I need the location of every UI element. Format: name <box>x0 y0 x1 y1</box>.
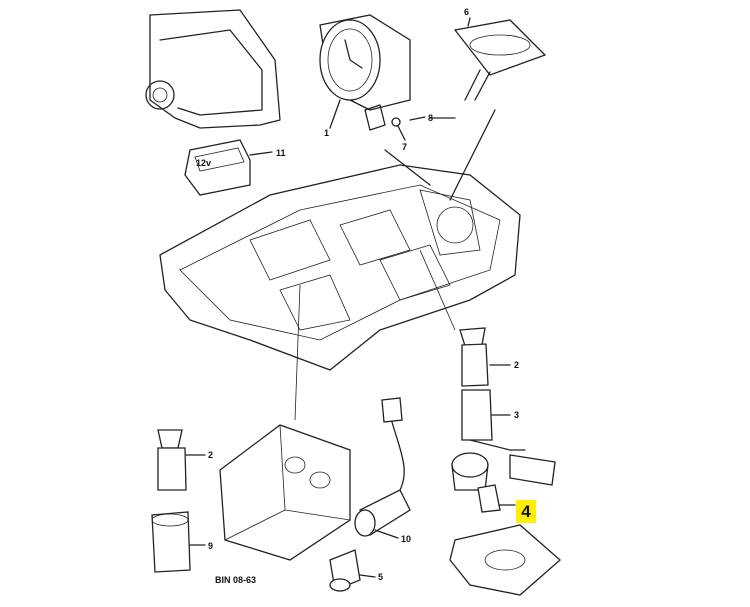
callout-1: 1 <box>324 128 329 138</box>
reference-code: BIN 08-63 <box>215 575 256 585</box>
callout-4-highlighted: 4 <box>516 500 536 523</box>
plug-5 <box>329 549 376 592</box>
socket-10 <box>354 397 411 539</box>
car-interior <box>159 109 521 371</box>
callout-5: 5 <box>378 572 383 582</box>
callout-3: 3 <box>514 410 519 420</box>
switch-text: 12v <box>196 158 211 168</box>
clock-1 <box>319 14 456 141</box>
callout-2-left: 2 <box>208 450 213 460</box>
callout-8: 8 <box>428 113 433 123</box>
lighter-right <box>449 327 561 596</box>
callout-10: 10 <box>401 534 411 544</box>
lighter-left <box>151 429 206 573</box>
callout-9: 9 <box>208 541 213 551</box>
switch-11 <box>184 139 273 196</box>
car-rear-view <box>145 9 281 129</box>
lamp-6 <box>453 17 547 101</box>
callout-7: 7 <box>402 142 407 152</box>
bin-bracket <box>219 424 351 561</box>
callout-11: 11 <box>276 148 286 158</box>
callout-2-right: 2 <box>514 360 519 370</box>
callout-6: 6 <box>464 7 469 17</box>
leader-lines <box>294 249 456 421</box>
